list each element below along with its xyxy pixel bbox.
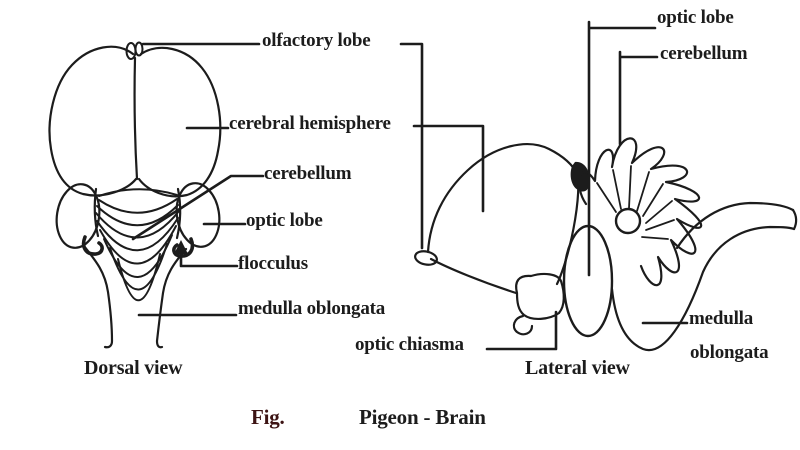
label-optic-chiasma: optic chiasma: [355, 334, 464, 355]
lateral-cerebral-hemisphere-shape: [426, 143, 580, 286]
dorsal-view-title: Dorsal view: [84, 357, 183, 379]
label-medulla-lateral-line1: medulla: [689, 308, 754, 329]
spinal-tube-upper-edge: [675, 201, 795, 250]
label-flocculus: flocculus: [238, 253, 308, 274]
dorsal-median-fissure: [133, 56, 139, 181]
spinal-tube-end-cap: [791, 208, 798, 231]
label-cerebellum-dorsal: cerebellum: [264, 163, 352, 184]
dorsal-leader-lines: [131, 42, 485, 317]
figure-caption-title: Pigeon - Brain: [359, 405, 486, 429]
dorsal-brain-drawing: [48, 41, 222, 349]
leader-cerebral-to-lateral: [412, 124, 485, 213]
label-optic-lobe-lateral: optic lobe: [657, 7, 734, 28]
dorsal-left-hemisphere: [48, 45, 138, 197]
dorsal-right-hemisphere: [137, 46, 222, 198]
dorsal-medulla-right-edge: [155, 247, 188, 349]
lateral-olfactory-lobe-shape: [414, 250, 438, 266]
leader-flocculus: [179, 245, 239, 268]
dorsal-left-optic-lobe-shape: [55, 183, 101, 249]
label-medulla-lateral-line2: oblongata: [690, 342, 769, 363]
optic-chiasma-hook: [512, 314, 534, 336]
leader-optic-lobe-lateral: [587, 20, 657, 277]
medulla-oblongata-curve: [610, 225, 796, 352]
leader-optic-chiasma: [485, 310, 558, 351]
dorsal-left-flocculus-shape: [81, 235, 104, 256]
leader-cerebellum-dorsal: [131, 174, 265, 241]
lateral-cerebellum-petals: [578, 137, 703, 287]
dorsal-cerebellum-side-left: [93, 187, 100, 238]
label-medulla-dorsal: medulla oblongata: [238, 298, 386, 319]
optic-chiasma-shape: [515, 272, 565, 320]
lateral-cerebellum-center-circle: [614, 207, 642, 235]
lateral-hemisphere-bottom-edge: [429, 257, 518, 295]
lateral-leader-lines: [485, 20, 689, 351]
dorsal-olfactory-lobe-shape2: [134, 41, 144, 57]
label-olfactory-lobe: olfactory lobe: [262, 30, 371, 51]
label-optic-lobe-dorsal: optic lobe: [246, 210, 323, 231]
label-cerebral-hemisphere: cerebral hemisphere: [229, 113, 391, 134]
lateral-brain-drawing: [414, 137, 798, 352]
lateral-cerebellum-spokes: [596, 165, 675, 240]
label-cerebellum-lateral: cerebellum: [660, 43, 748, 64]
figure-caption-fig: Fig.: [251, 405, 285, 429]
dorsal-cerebellum-folds: [95, 188, 180, 302]
dorsal-medulla-left-edge: [82, 244, 114, 349]
dorsal-cerebellum-side-right: [175, 187, 182, 240]
leader-cerebellum-lateral: [618, 50, 659, 146]
flocculus-arrowhead: [174, 240, 188, 254]
leader-olfactory-to-lateral: [399, 42, 424, 250]
lateral-view-title: Lateral view: [525, 357, 630, 379]
